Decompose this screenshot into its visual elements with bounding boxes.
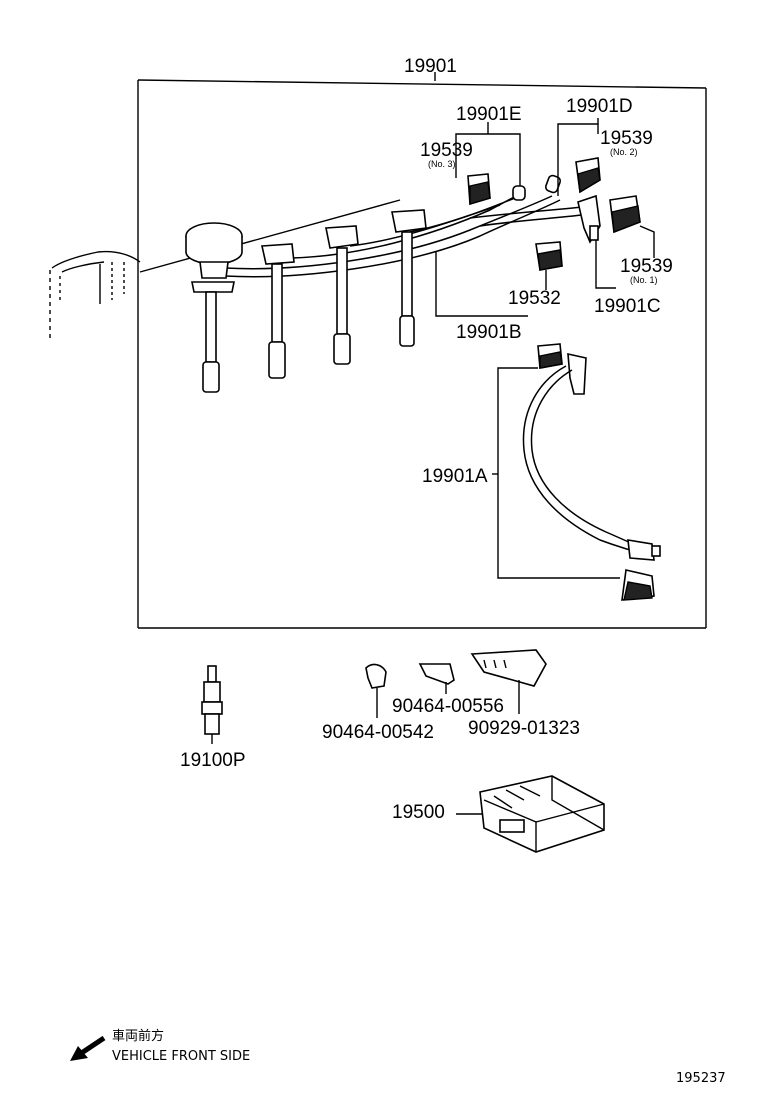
- assembly-frame: [137, 72, 707, 629]
- label-19901a: 19901A: [422, 466, 488, 487]
- engine-outline: [49, 199, 401, 338]
- label-19539-no1: 19539: [620, 256, 673, 277]
- label-90464-00542: 90464-00542: [322, 722, 434, 743]
- clamp-90929-01323: [470, 649, 547, 714]
- label-19100p: 19100P: [180, 750, 246, 771]
- cord-end-e1: [512, 185, 526, 201]
- label-19901d: 19901D: [566, 96, 633, 117]
- clamp-90464-00556: [418, 663, 455, 694]
- cord-end-d1: [544, 174, 562, 194]
- spark-plug: [201, 665, 223, 744]
- direction-label-en: VEHICLE FRONT SIDE: [112, 1049, 250, 1064]
- label-19901b: 19901B: [456, 322, 522, 343]
- label-19539-no3: 19539: [420, 140, 473, 161]
- label-19539-no2: 19539: [600, 128, 653, 149]
- cord-19901a: [492, 343, 661, 601]
- label-90464-00556: 90464-00556: [392, 696, 504, 717]
- vehicle-front-arrow-icon: [70, 1035, 106, 1061]
- clamp-90464-00542: [365, 663, 387, 718]
- label-90929-01323: 90929-01323: [468, 718, 580, 739]
- distributor-cap: [185, 222, 243, 265]
- leader-lines-upper: [435, 118, 655, 317]
- label-19532: 19532: [508, 288, 561, 309]
- cap-19532: [535, 241, 563, 271]
- label-19500: 19500: [392, 802, 445, 823]
- label-19901e: 19901E: [456, 104, 522, 125]
- note-no3: (No. 3): [428, 159, 456, 169]
- cap-19539-no3: [467, 173, 491, 206]
- direction-label-jp: 車両前方: [112, 1028, 164, 1044]
- note-no1: (No. 1): [630, 275, 658, 285]
- figure-number: 195237: [676, 1071, 726, 1086]
- cap-19539-no2: [575, 157, 601, 194]
- cord-boot-2: [261, 243, 295, 379]
- cord-boot-4: [391, 209, 427, 347]
- cord-end-c1: [577, 194, 601, 244]
- ignition-coil: [456, 775, 605, 853]
- label-19901c: 19901C: [594, 296, 661, 317]
- label-19901: 19901: [404, 56, 457, 77]
- cord-boot-3: [325, 225, 359, 365]
- cap-19539-no1: [609, 195, 641, 234]
- cord-boot-1: [191, 261, 235, 393]
- note-no2: (No. 2): [610, 147, 638, 157]
